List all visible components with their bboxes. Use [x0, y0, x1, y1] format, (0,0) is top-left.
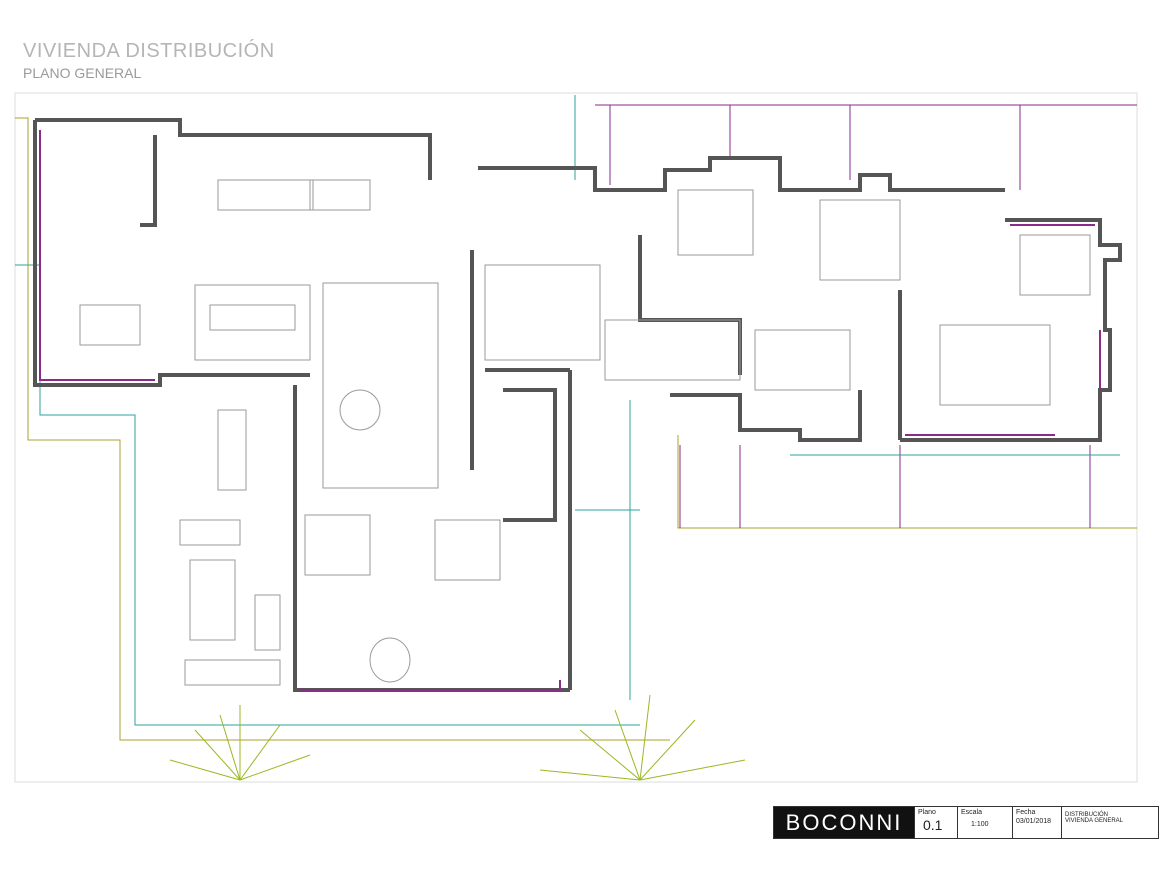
escala-cell: Escala 1:100: [957, 807, 1012, 838]
palm-trees: [169, 694, 746, 781]
plano-cell: Plano 0.1: [914, 807, 957, 838]
plano-value: 0.1: [923, 817, 943, 833]
furniture: [79, 179, 1091, 686]
description-line1: DISTRIBUCIÓN: [1065, 812, 1109, 818]
drawing-frame: [14, 92, 1138, 783]
drawing-subtitle: PLANO GENERAL: [23, 65, 142, 81]
fecha-value: 03/01/2018: [1016, 818, 1052, 825]
plano-label: Plano: [918, 809, 936, 816]
fecha-label: Fecha: [1016, 809, 1036, 816]
escala-label: Escala: [961, 809, 983, 816]
description-line2: VIVIENDA GENERAL: [1065, 818, 1124, 824]
walls: [33, 118, 1122, 692]
site-lines: [15, 95, 1137, 741]
purple-walls: [39, 130, 1101, 691]
description-cell: DISTRIBUCIÓN VIVIENDA GENERAL: [1061, 807, 1158, 838]
fecha-cell: Fecha 03/01/2018: [1012, 807, 1061, 838]
boconni-logo: BOCONNI: [774, 807, 914, 838]
title-block: BOCONNI Plano 0.1 Escala 1:100 Fecha 03/…: [773, 806, 1159, 839]
escala-value: 1:100: [971, 821, 989, 828]
drawing-title: VIVIENDA DISTRIBUCIÓN: [23, 40, 275, 62]
